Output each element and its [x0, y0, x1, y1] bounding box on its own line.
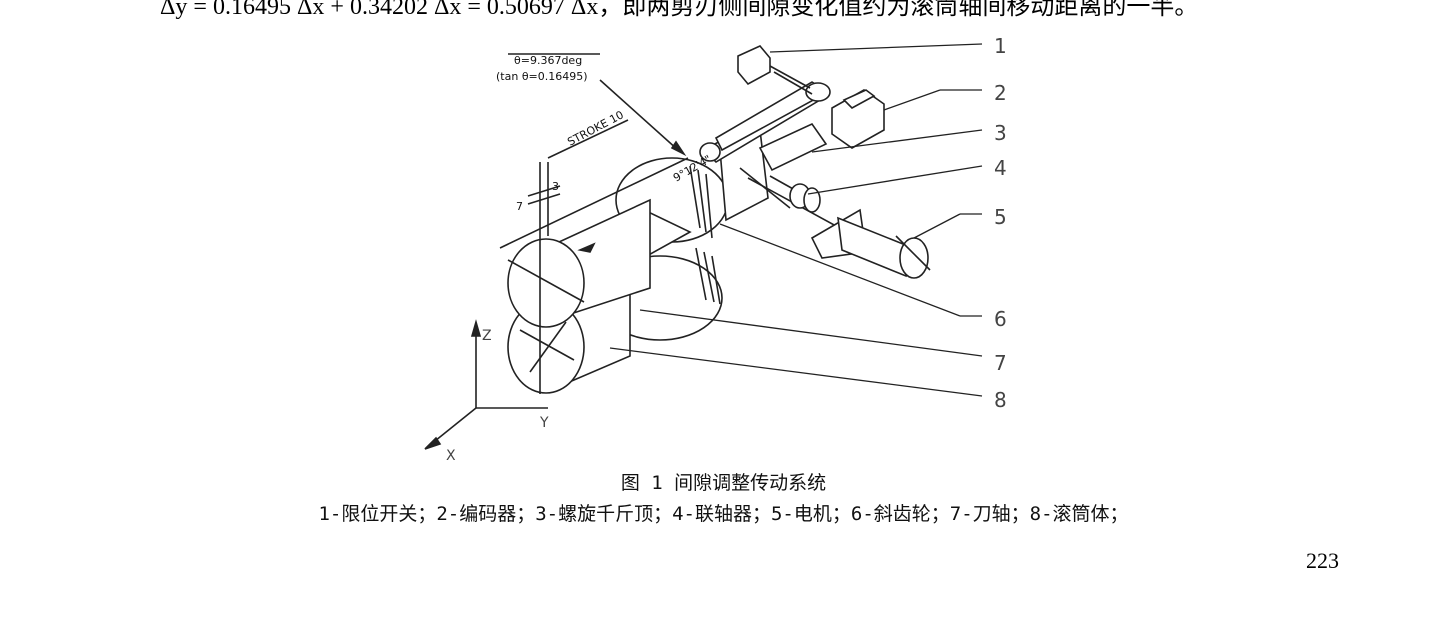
axis-z-label: Z [482, 328, 492, 344]
limit-switch [737, 45, 813, 95]
gap-adjustment-diagram: θ=9.367deg (tan θ=0.16495) STROKE 10 9°1… [424, 34, 1007, 464]
timing-belt [699, 81, 831, 164]
dim-7: 7 [516, 200, 523, 213]
drum-body-upper [499, 157, 729, 328]
callout-leaders [609, 43, 983, 397]
callout-4: 4 [994, 156, 1007, 180]
figure-title: 图 1 间隙调整传动系统 [620, 472, 827, 494]
callout-6: 6 [994, 307, 1007, 331]
figure-legend: 1-限位开关；2-编码器；3-螺旋千斤顶；4-联轴器；5-电机；6-斜齿轮；7-… [318, 503, 1129, 525]
coordinate-axes [424, 319, 548, 450]
axis-y-label: Y [539, 415, 549, 431]
axis-x-label: X [446, 448, 456, 464]
page-number: 223 [1306, 548, 1339, 573]
encoder [831, 89, 885, 149]
callout-3: 3 [994, 121, 1007, 145]
dim-3: 3 [552, 180, 559, 193]
callout-5: 5 [994, 205, 1007, 229]
angle-note: θ=9.367deg [514, 54, 582, 67]
tan-note: (tan θ=0.16495) [496, 70, 588, 83]
stroke-dimension [508, 53, 687, 394]
motor [810, 208, 931, 279]
callout-8: 8 [994, 388, 1007, 412]
callout-7: 7 [994, 351, 1007, 375]
gearbox-plate [719, 122, 828, 222]
formula-continuation: ，即两剪刃侧间隙变化值约为滚筒轴间移动距离的一半。 [598, 0, 1199, 20]
callout-1: 1 [994, 34, 1007, 58]
callout-2: 2 [994, 81, 1007, 105]
stroke-note: STROKE 10 [565, 108, 626, 148]
formula: Δy = 0.16495 Δx + 0.34202 Δx = 0.50697 Δ… [160, 0, 599, 20]
top-formula-line: Δy = 0.16495 Δx + 0.34202 Δx = 0.50697 Δ… [160, 0, 1360, 20]
